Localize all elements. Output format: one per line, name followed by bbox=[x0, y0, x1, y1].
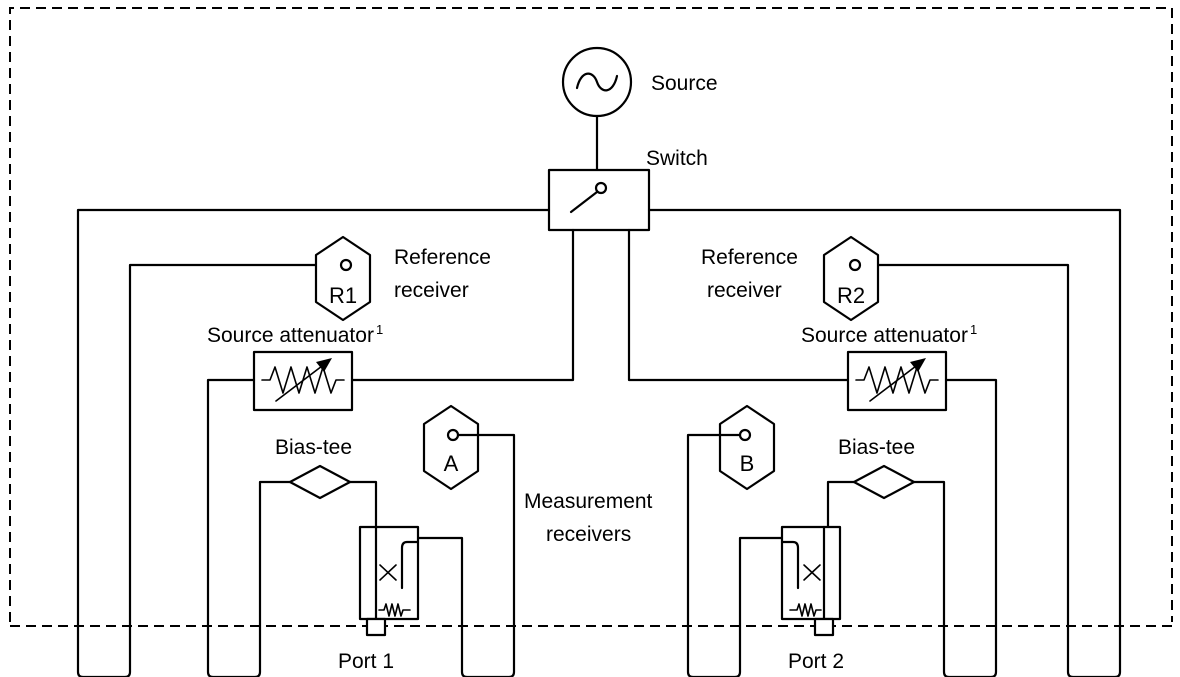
receiver-b-wire bbox=[686, 433, 793, 677]
port-2-label: Port 2 bbox=[788, 650, 844, 673]
reference-receiver-right-line2: receiver bbox=[707, 279, 782, 302]
b-label: B bbox=[740, 451, 755, 476]
switch-to-right-attenuator-wire bbox=[627, 228, 850, 382]
switch-right-outer-wire bbox=[647, 208, 1122, 677]
directional-coupler-left bbox=[358, 525, 420, 637]
source-attenuator-right bbox=[846, 350, 948, 412]
enclosure-border bbox=[9, 7, 1173, 622]
reference-receiver-right-line1: Reference bbox=[701, 246, 798, 269]
reference-receiver-left-line1: Reference bbox=[394, 246, 491, 269]
measurement-receivers-line2: receivers bbox=[546, 523, 631, 546]
measurement-receiver-a: A bbox=[422, 404, 480, 491]
source-attenuator-left bbox=[252, 350, 354, 412]
measurement-receivers-line1: Measurement bbox=[524, 490, 653, 513]
source-symbol bbox=[561, 46, 633, 118]
reference-receiver-r1: R1 bbox=[314, 235, 372, 322]
switch-to-left-attenuator-wire bbox=[350, 228, 575, 382]
right-attenuator-return-wire bbox=[912, 378, 998, 677]
a-label: A bbox=[444, 451, 459, 476]
left-attenuator-return-wire bbox=[206, 378, 292, 677]
switch-left-outer-wire bbox=[76, 208, 551, 677]
r1-label: R1 bbox=[329, 283, 357, 308]
switch-symbol bbox=[547, 168, 651, 232]
reference-receiver-r2: R2 bbox=[822, 235, 880, 322]
reference-receiver-left-line2: receiver bbox=[394, 279, 469, 302]
source-label: Source bbox=[651, 72, 718, 95]
directional-coupler-right bbox=[780, 525, 842, 637]
switch-label: Switch bbox=[646, 147, 708, 170]
bias-tee-right-label: Bias-tee bbox=[838, 436, 915, 459]
port-1-label: Port 1 bbox=[338, 650, 394, 673]
measurement-receiver-b: B bbox=[718, 404, 776, 491]
r2-label: R2 bbox=[837, 283, 865, 308]
bias-tee-right bbox=[852, 464, 916, 500]
bias-tee-left bbox=[288, 464, 352, 500]
bias-tee-left-label: Bias-tee bbox=[275, 436, 352, 459]
receiver-a-wire bbox=[405, 433, 516, 677]
